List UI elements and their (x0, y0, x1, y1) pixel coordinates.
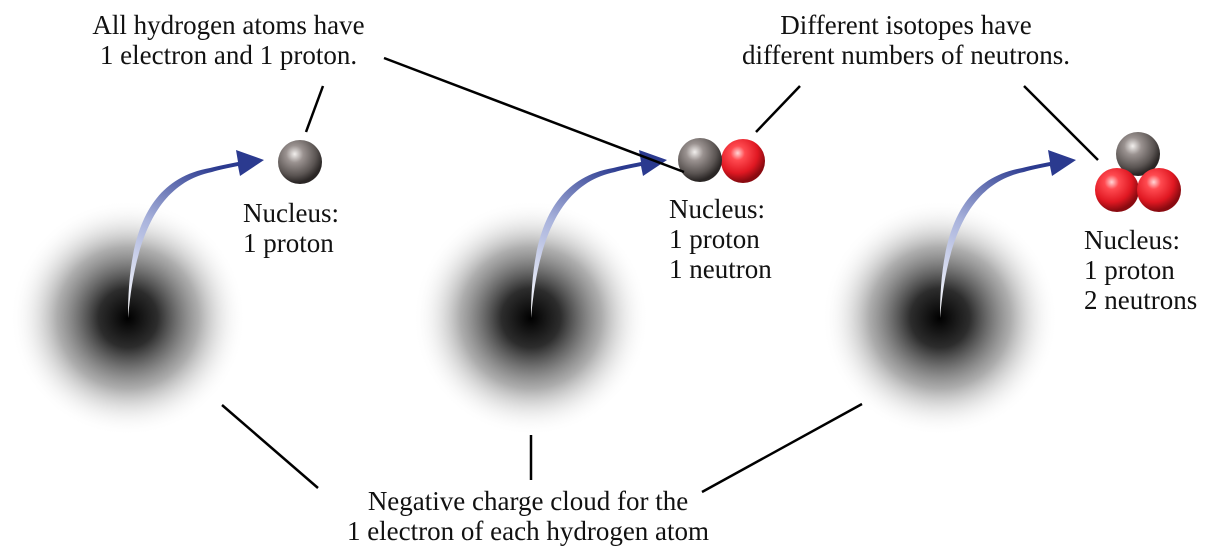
arrow-to-nucleus-3 (940, 150, 1076, 318)
nucleus-2-neutron (678, 138, 722, 182)
leader-top-left-to-nucleus-1 (304, 85, 325, 133)
nucleus-label-3: Nucleus: 1 proton 2 neutrons (1084, 225, 1197, 315)
nucleus-label-3-title: Nucleus: (1084, 225, 1180, 255)
callout-top-left-line2: 1 electron and 1 proton. (99, 40, 358, 70)
callout-bottom-line2: 1 electron of each hydrogen atom (346, 516, 710, 546)
leader-top-right-to-nucleus-2 (755, 85, 801, 133)
nucleus-label-3-line1: 1 proton (1084, 255, 1175, 285)
nucleus-2-proton (721, 139, 765, 183)
nucleus-label-1-line1: 1 proton (243, 228, 334, 258)
callout-bottom-line1: Negative charge cloud for the (367, 486, 689, 516)
leader-bottom-to-cloud-3 (701, 402, 863, 494)
nucleus-2 (678, 138, 765, 183)
leader-top-right-to-nucleus-3 (1023, 85, 1099, 161)
nucleus-label-2: Nucleus: 1 proton 1 neutron (669, 194, 772, 284)
nucleus-label-2-line1: 1 proton (669, 224, 760, 254)
callout-top-left-line1: All hydrogen atoms have (92, 10, 365, 40)
callout-top-right-line1: Different isotopes have (780, 10, 1032, 40)
callout-bottom: Negative charge cloud for the 1 electron… (300, 486, 756, 546)
leader-lines (221, 56, 1099, 494)
nucleus-3 (1095, 132, 1181, 212)
nucleus-1-neutral-sphere (278, 140, 322, 184)
callout-top-left: All hydrogen atoms have 1 electron and 1… (56, 10, 401, 70)
nucleus-3-neutron-top (1116, 132, 1160, 176)
callout-top-right-line2: different numbers of neutrons. (742, 40, 1070, 70)
leader-top-left-to-nucleus-2 (383, 56, 685, 174)
arrow-to-nucleus-1 (128, 150, 264, 318)
nucleus-3-proton-right (1137, 168, 1181, 212)
nucleus-1 (278, 140, 322, 184)
nucleus-label-1-title: Nucleus: (243, 198, 339, 228)
callout-top-right: Different isotopes have different number… (686, 10, 1126, 70)
nucleus-3-proton-left (1095, 168, 1139, 212)
leader-bottom-to-cloud-1 (221, 404, 319, 489)
nucleus-label-1: Nucleus: 1 proton (243, 198, 339, 258)
nucleus-label-2-title: Nucleus: (669, 194, 765, 224)
arrow-to-nucleus-2 (531, 150, 667, 318)
nucleus-label-2-line2: 1 neutron (669, 254, 772, 284)
nucleus-label-3-line2: 2 neutrons (1084, 285, 1198, 315)
